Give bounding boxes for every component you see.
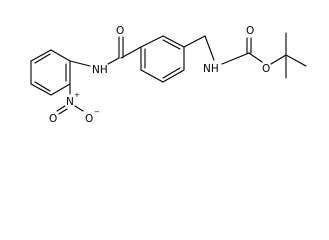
amide-linkage: NH O xyxy=(69,25,142,76)
bond xyxy=(74,105,84,112)
nitro-oxygen-double-label: O xyxy=(49,113,57,125)
bond xyxy=(285,54,307,67)
amide-nh-label: NH xyxy=(92,64,108,76)
benzene-ring xyxy=(140,35,185,83)
bond xyxy=(50,83,71,96)
nitro-negative-charge: − xyxy=(94,108,100,116)
double-bond xyxy=(56,105,66,112)
bond xyxy=(69,60,91,67)
double-bond-inner xyxy=(34,81,51,92)
bond xyxy=(30,49,52,62)
double-bond xyxy=(58,108,68,115)
bond xyxy=(221,52,250,65)
bond xyxy=(140,69,164,83)
carbamate-group: NH O O xyxy=(183,25,287,75)
bond xyxy=(107,57,120,65)
amide-oxygen-label: O xyxy=(116,25,124,37)
tert-butyl-group xyxy=(285,32,307,79)
bond xyxy=(248,52,263,63)
nitrophenyl-ring xyxy=(30,49,71,96)
nitro-group: N + O O − xyxy=(49,83,100,125)
carbamate-carbonyl-oxygen-label: O xyxy=(246,25,254,37)
carbamate-ester-oxygen-label: O xyxy=(262,63,270,75)
chemical-structure-diagram: N + O O − NH O NH xyxy=(30,25,307,125)
double-bond-inner xyxy=(162,39,181,50)
bond xyxy=(140,35,164,48)
bond xyxy=(183,35,206,48)
double-bond-inner xyxy=(34,53,51,64)
bond xyxy=(204,35,215,61)
bond xyxy=(120,46,142,59)
carbamate-nh-label: NH xyxy=(203,63,219,75)
nitro-oxygen-single-label: O xyxy=(85,113,93,125)
bond xyxy=(270,54,287,65)
nitro-positive-charge: + xyxy=(74,91,80,99)
bond xyxy=(50,49,71,62)
double-bond-inner xyxy=(162,67,181,79)
bond xyxy=(162,35,185,48)
bond xyxy=(30,83,52,96)
nitro-nitrogen-label: N xyxy=(66,96,74,108)
bond xyxy=(162,69,185,83)
